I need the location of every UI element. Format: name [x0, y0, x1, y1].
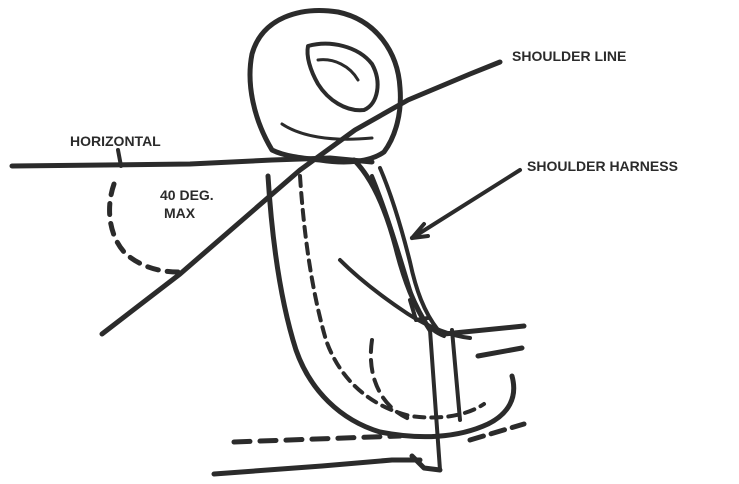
floor: [214, 424, 524, 474]
seat: [268, 176, 524, 470]
shoulder-line-label: SHOULDER LINE: [512, 48, 626, 64]
shoulder-harness-label: SHOULDER HARNESS: [527, 158, 678, 174]
shoulder-harness-pointer: [412, 170, 520, 238]
angle-label-max: MAX: [164, 205, 196, 221]
angle-label-degrees: 40 DEG.: [160, 187, 214, 203]
helmet: [250, 11, 400, 162]
horizontal-label: HORIZONTAL: [70, 133, 161, 149]
